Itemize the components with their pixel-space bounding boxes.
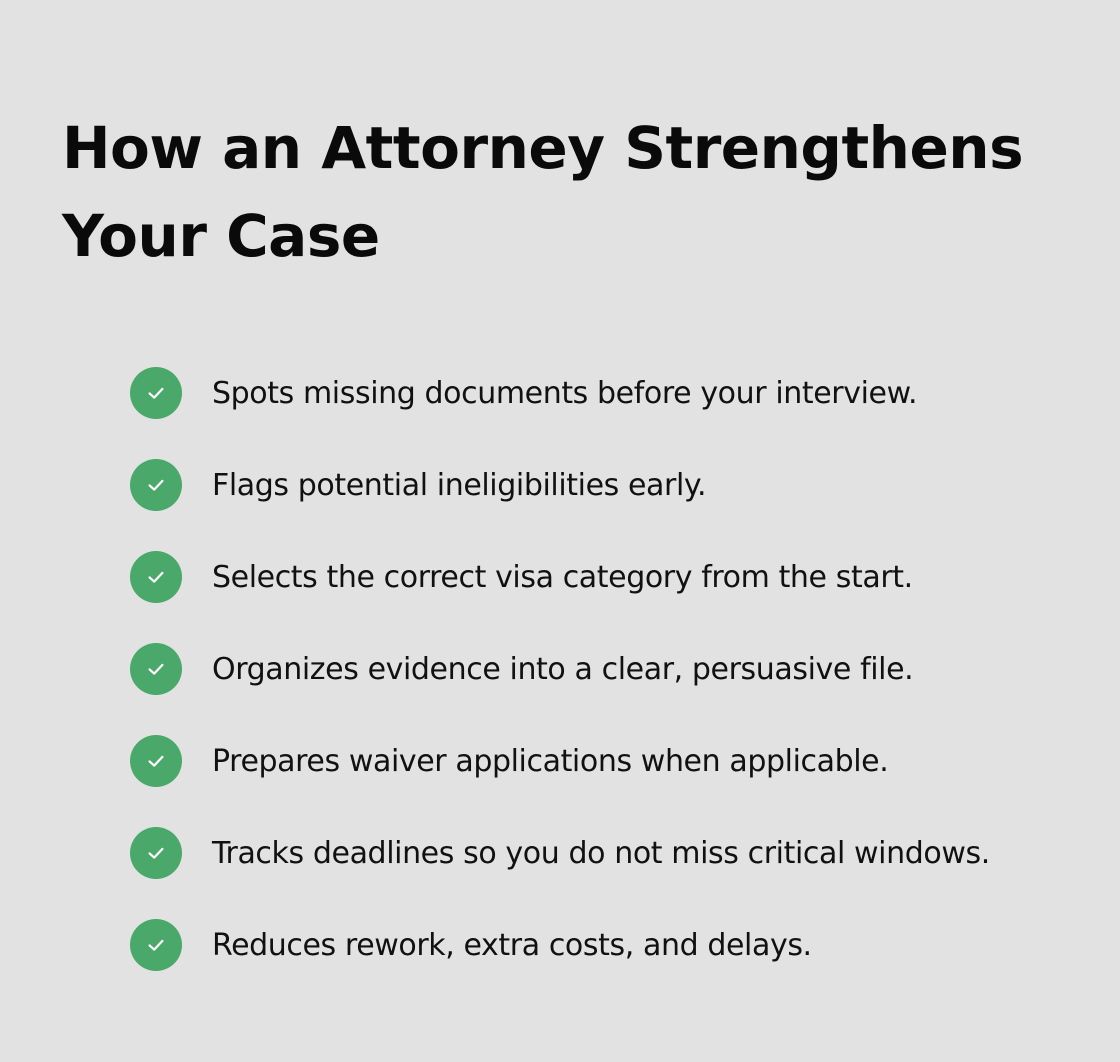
list-item: Organizes evidence into a clear, persuas… xyxy=(130,642,990,696)
checkmark-circle-icon xyxy=(130,735,182,787)
list-item: Tracks deadlines so you do not miss crit… xyxy=(130,826,990,880)
list-item-label: Selects the correct visa category from t… xyxy=(212,559,913,595)
list-item: Selects the correct visa category from t… xyxy=(130,550,990,604)
list-item: Spots missing documents before your inte… xyxy=(130,366,990,420)
list-item: Reduces rework, extra costs, and delays. xyxy=(130,918,990,972)
page-title: How an Attorney Strengthens Your Case xyxy=(62,114,1024,270)
checkmark-circle-icon xyxy=(130,643,182,695)
list-item: Flags potential ineligibilities early. xyxy=(130,458,990,512)
list-item-label: Spots missing documents before your inte… xyxy=(212,375,918,411)
checkmark-circle-icon xyxy=(130,459,182,511)
list-item-label: Flags potential ineligibilities early. xyxy=(212,467,707,503)
list-item-label: Organizes evidence into a clear, persuas… xyxy=(212,651,914,687)
list-item-label: Reduces rework, extra costs, and delays. xyxy=(212,927,812,963)
list-item-label: Prepares waiver applications when applic… xyxy=(212,743,889,779)
checkmark-circle-icon xyxy=(130,919,182,971)
checkmark-circle-icon xyxy=(130,367,182,419)
checkmark-circle-icon xyxy=(130,827,182,879)
benefits-list: Spots missing documents before your inte… xyxy=(130,366,990,1010)
list-item-label: Tracks deadlines so you do not miss crit… xyxy=(212,835,990,871)
checkmark-circle-icon xyxy=(130,551,182,603)
list-item: Prepares waiver applications when applic… xyxy=(130,734,990,788)
